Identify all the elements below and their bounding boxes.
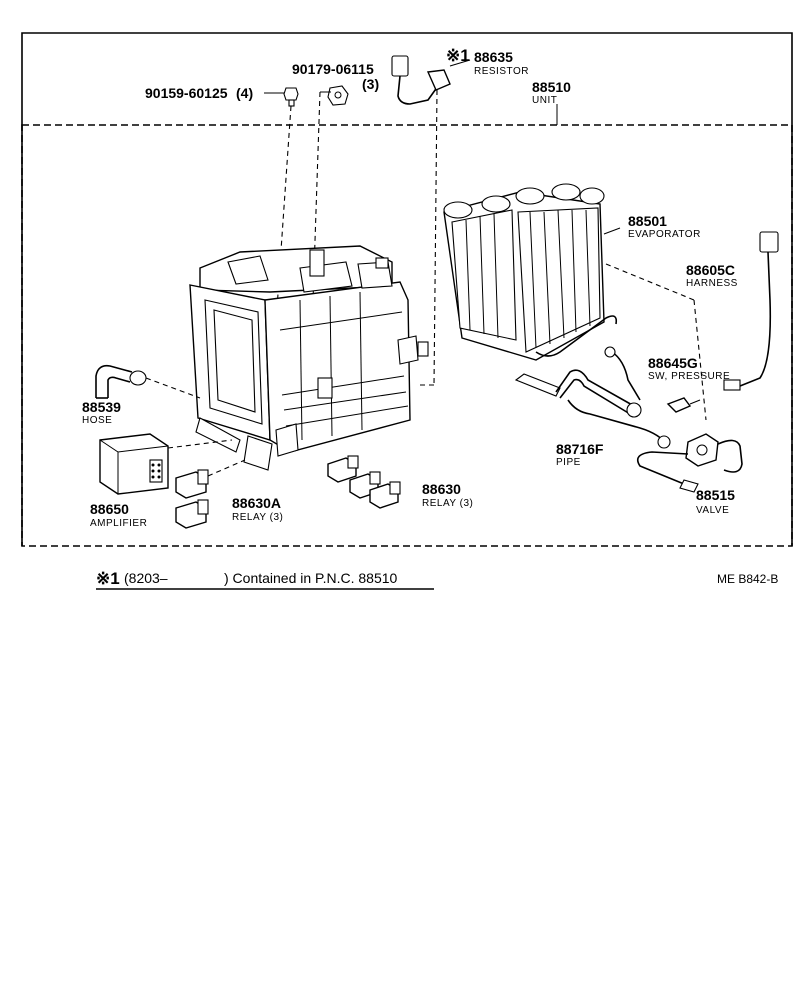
valve-name: VALVE [696, 505, 729, 516]
unit-dashed-frame [21, 124, 793, 547]
relay-part-number: 88630 [422, 481, 461, 497]
unit-case-drawing [189, 245, 429, 471]
unit-part-number: 88510 [532, 79, 571, 95]
harness-part-number: 88605C [686, 262, 735, 278]
amplifier-icon [99, 433, 169, 495]
evaporator-name: EVAPORATOR [628, 229, 701, 240]
resistor-mark: ※1 [446, 46, 470, 65]
valve-icon [636, 433, 743, 493]
amplifier-name: AMPLIFIER [90, 518, 147, 529]
harness-icon [723, 231, 779, 391]
nut-guide [309, 91, 321, 391]
hose-guide [145, 377, 201, 399]
relay-a-part-number: 88630A [232, 495, 281, 511]
harness-name: HARNESS [686, 278, 738, 289]
pressure-switch-name: SW, PRESSURE [648, 371, 730, 382]
pipe-icon [514, 369, 671, 449]
relay-name: RELAY (3) [422, 498, 473, 509]
pipe-name: PIPE [556, 457, 581, 468]
resistor-name: RESISTOR [474, 66, 529, 77]
evaporator-icon [443, 183, 621, 361]
nut-icon [327, 85, 349, 106]
pressure-switch-part-number: 88645G [648, 355, 698, 371]
relay-icon [327, 455, 401, 509]
footnote-text: ) Contained in P.N.C. 88510 [224, 570, 398, 586]
footnote-mark: ※1 [96, 569, 120, 588]
relay-a-name: RELAY (3) [232, 512, 283, 523]
pressure-switch-icon [604, 346, 701, 413]
relay-a-icon [175, 469, 209, 529]
resistor-icon [391, 55, 471, 105]
nut-part-number: 90179-06115 [292, 61, 374, 77]
footnote-range: (8203– [124, 570, 168, 586]
relay-a-guide [207, 459, 246, 477]
amplifier-part-number: 88650 [90, 501, 129, 517]
resistor-part-number: 88635 [474, 49, 513, 65]
amplifier-guide [167, 439, 233, 449]
bolt-part-number: 90159-60125 [145, 85, 228, 101]
bolt-icon [264, 87, 299, 107]
pipe-part-number: 88716F [556, 441, 604, 457]
unit-name: UNIT [532, 95, 557, 106]
hose-part-number: 88539 [82, 399, 121, 415]
evaporator-guide [605, 263, 695, 301]
evaporator-part-number: 88501 [628, 213, 667, 229]
hose-name: HOSE [82, 415, 112, 426]
bolt-qty: (4) [236, 85, 253, 101]
nut-qty: (3) [362, 76, 379, 92]
resistor-guide [433, 89, 438, 386]
diagram-code: ME B842-B [717, 572, 778, 586]
valve-part-number: 88515 [696, 487, 735, 503]
hose-icon [95, 364, 147, 399]
evaporator-guide-2 [693, 299, 707, 421]
